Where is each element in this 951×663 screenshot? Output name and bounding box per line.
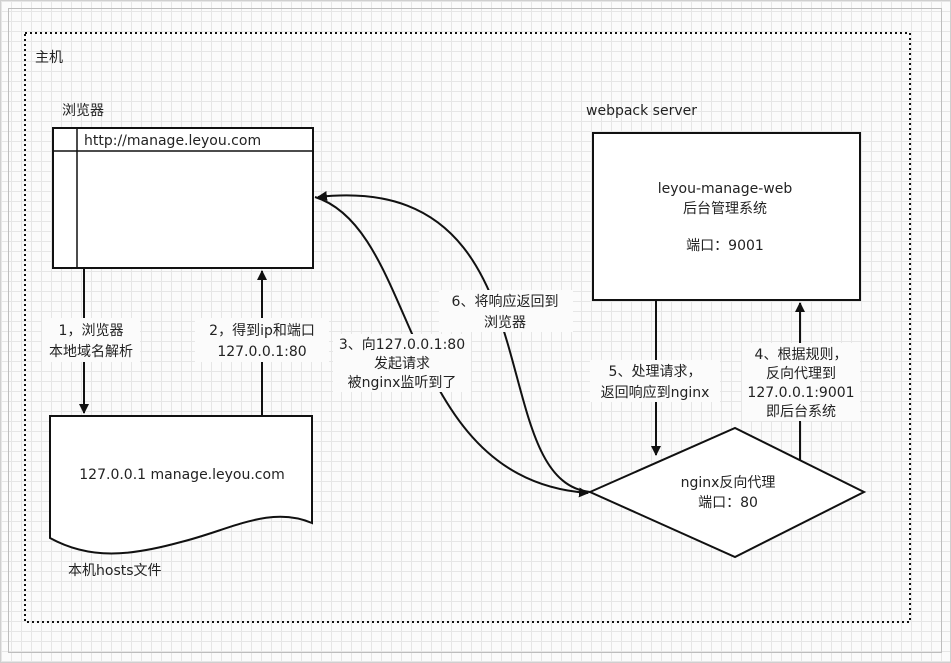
svg-text:4、根据规则，: 4、根据规则， [755, 347, 848, 363]
webpack-port: 端口：9001 [686, 238, 764, 254]
host-label: 主机 [35, 50, 63, 66]
webpack-app-desc: 后台管理系统 [683, 201, 767, 217]
nginx-port: 端口：80 [698, 495, 758, 511]
webpack-app-name: leyou-manage-web [658, 181, 793, 197]
step5-label: 5、处理请求， 返回响应到nginx [590, 360, 720, 402]
step6-label: 6、将响应返回到 浏览器 [439, 290, 573, 332]
step1-label: 1，浏览器 本地域名解析 [42, 318, 140, 362]
svg-text:发起请求: 发起请求 [374, 356, 430, 372]
svg-text:本地域名解析: 本地域名解析 [49, 344, 133, 360]
svg-text:5、处理请求，: 5、处理请求， [609, 364, 702, 380]
nginx-name: nginx反向代理 [681, 475, 776, 491]
browser-title: 浏览器 [62, 103, 104, 119]
svg-text:返回响应到nginx: 返回响应到nginx [601, 384, 710, 401]
canvas-frame [8, 8, 942, 653]
svg-text:3、向127.0.0.1:80: 3、向127.0.0.1:80 [339, 337, 465, 353]
browser-url: http://manage.leyou.com [84, 133, 261, 149]
svg-text:反向代理到: 反向代理到 [766, 366, 836, 382]
svg-text:6、将响应返回到: 6、将响应返回到 [452, 293, 559, 310]
svg-text:127.0.0.1:9001: 127.0.0.1:9001 [747, 385, 854, 401]
webpack-server-box: leyou-manage-web 后台管理系统 端口：9001 [592, 132, 861, 301]
svg-text:浏览器: 浏览器 [484, 315, 526, 331]
nginx-node: nginx反向代理 端口：80 [587, 426, 867, 559]
svg-text:127.0.0.1:80: 127.0.0.1:80 [217, 344, 306, 360]
browser-window: http://manage.leyou.com [52, 127, 314, 269]
hosts-file-document: 127.0.0.1 manage.leyou.com [49, 415, 313, 555]
step4-label: 4、根据规则， 反向代理到 127.0.0.1:9001 即后台系统 [742, 343, 860, 421]
svg-text:1，浏览器: 1，浏览器 [59, 323, 124, 339]
webpack-title: webpack server [586, 103, 697, 119]
svg-text:即后台系统: 即后台系统 [766, 404, 836, 420]
host-boundary [24, 32, 911, 623]
hosts-file-content: 127.0.0.1 manage.leyou.com [79, 467, 284, 483]
step2-label: 2，得到ip和端口 127.0.0.1:80 [195, 318, 329, 362]
svg-text:2，得到ip和端口: 2，得到ip和端口 [209, 322, 315, 339]
hosts-file-caption: 本机hosts文件 [68, 563, 162, 579]
step3-label: 3、向127.0.0.1:80 发起请求 被nginx监听到了 [333, 334, 471, 392]
svg-text:被nginx监听到了: 被nginx监听到了 [348, 375, 457, 391]
